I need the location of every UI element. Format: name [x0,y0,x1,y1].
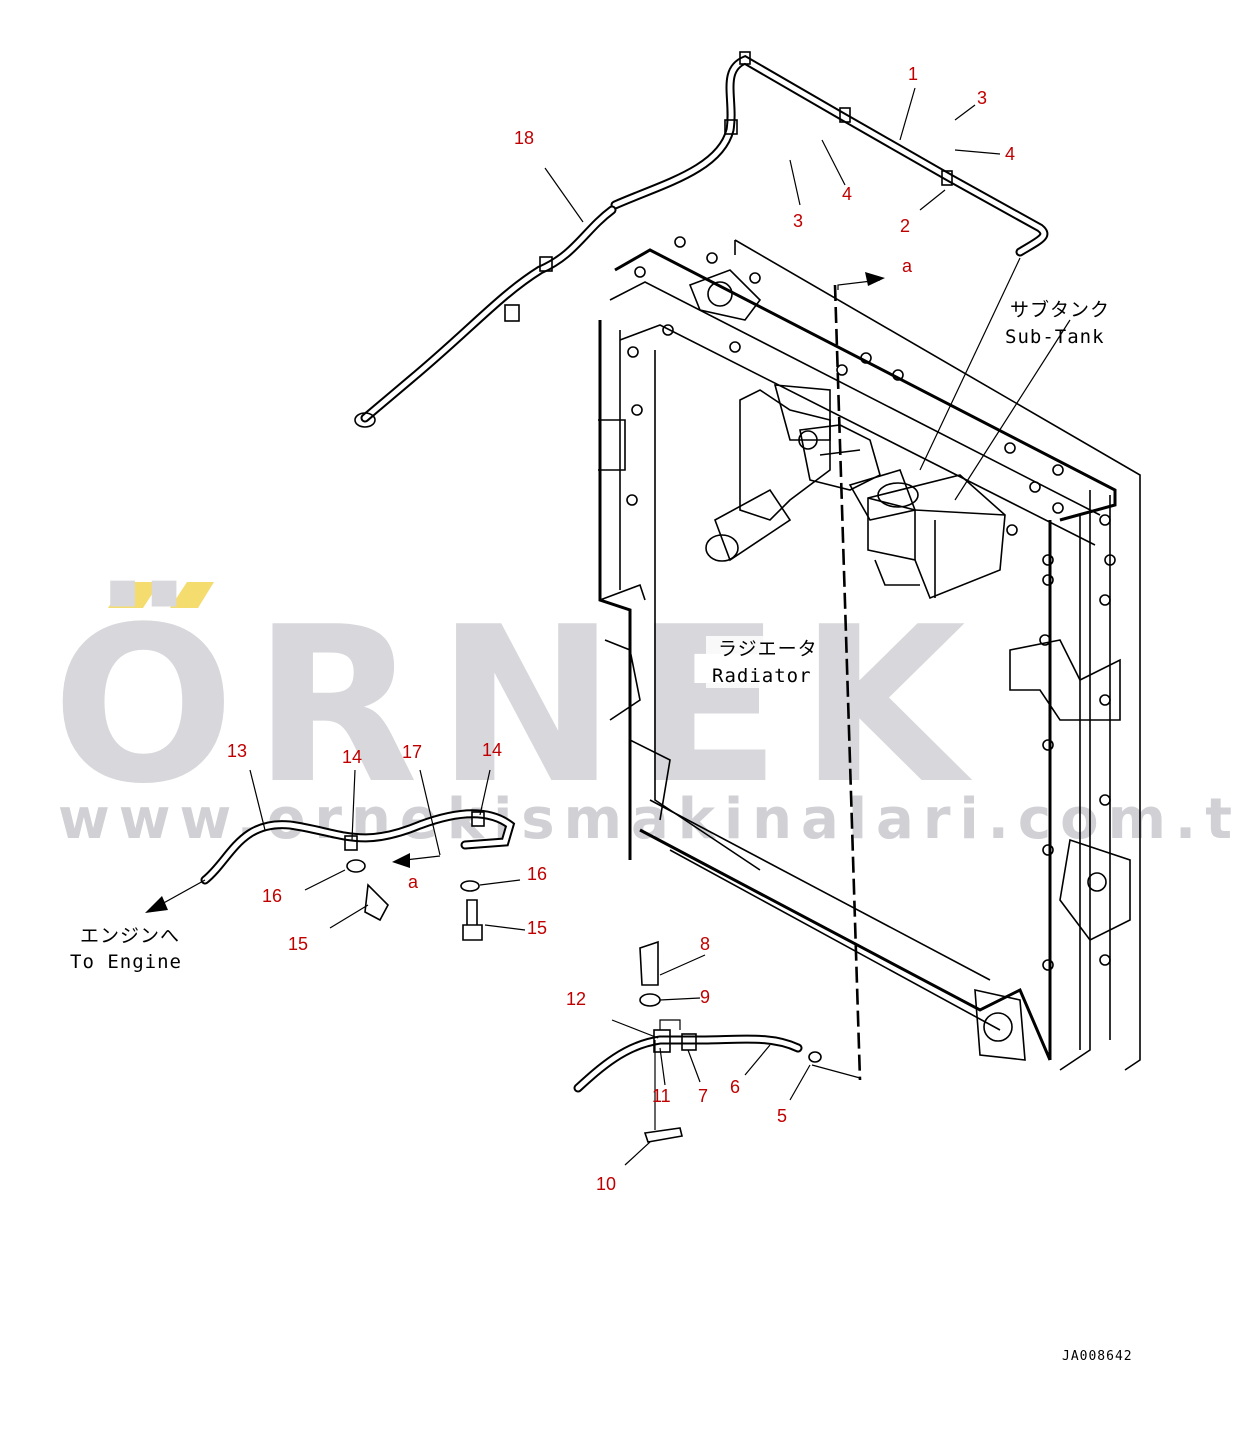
washer-16-left [346,859,366,873]
callout-8: 8 [700,934,710,954]
callout-2: 2 [900,216,910,236]
callout-6: 6 [730,1077,740,1097]
radiator-label-jp: ラジエータ [718,638,818,660]
elbow-hose [705,384,917,562]
callout-14-right: 14 [482,740,502,760]
watermark: ÖRNEK www.ornekismakinalari.com.tr [52,580,1243,852]
callout-1: 1 [908,64,918,84]
ref-a-arrow-top [865,272,885,286]
watermark-umlaut-right [170,582,214,608]
washer-9 [639,993,661,1007]
callout-12: 12 [566,989,586,1009]
callout-16-right: 16 [527,864,547,884]
ref-a-bottom: a [408,872,419,892]
callout-leaders [249,87,1071,1166]
ref-a-arrow-bottom [392,853,410,868]
frame-bolts [626,236,1116,971]
callout-16-left: 16 [262,886,282,906]
hose-13 [200,809,516,885]
dashed-routing-line [833,284,862,1081]
to-engine-label-en: To Engine [70,951,182,973]
callout-5: 5 [777,1106,787,1126]
callout-15-left: 15 [288,934,308,954]
hose-6 [573,1029,803,1093]
callout-13: 13 [227,741,247,761]
watermark-brand: ÖRNEK [52,580,984,831]
watermark-umlaut-left [108,582,160,608]
ref-a-top: a [902,256,913,276]
radiator-label-en: Radiator [712,665,812,687]
callout-11: 11 [652,1086,671,1106]
radiator-assembly [598,236,1141,1071]
callout-3-left: 3 [793,211,803,231]
bolt-15-right [462,899,483,941]
upper-overflow-tube [610,51,1049,257]
to-engine-label-jp: エンジンへ [80,925,180,947]
callout-17: 17 [402,742,422,762]
text-labels: ラジエータ Radiator サブタンク Sub-Tank エンジンへ To E… [70,298,1133,1364]
callout-9: 9 [700,987,710,1007]
callout-7: 7 [698,1086,708,1106]
washer-16-right [460,880,480,892]
watermark-url: www.ornekismakinalari.com.tr [58,787,1243,852]
sub-tank [867,474,1006,600]
callout-14-left: 14 [342,747,362,767]
to-engine-arrow [145,896,168,913]
bolt-8 [639,940,659,986]
callout-18: 18 [514,128,534,148]
callout-10: 10 [596,1174,616,1194]
bolt-15-left [364,883,389,922]
callout-4-right: 4 [1005,144,1015,164]
hose-18 [354,205,617,428]
callout-3-right: 3 [977,88,987,108]
clamp-10 [643,1127,683,1143]
subtank-label-jp: サブタンク [1010,298,1110,321]
callout-4-left: 4 [842,184,852,204]
callout-numbers: 1 2 3 3 4 4 5 6 7 8 9 10 11 12 13 14 14 … [227,64,1015,1194]
drawing-code: JA008642 [1062,1349,1133,1364]
callout-15-right: 15 [527,918,547,938]
subtank-label-en: Sub-Tank [1005,326,1105,348]
plug-5 [808,1051,822,1063]
